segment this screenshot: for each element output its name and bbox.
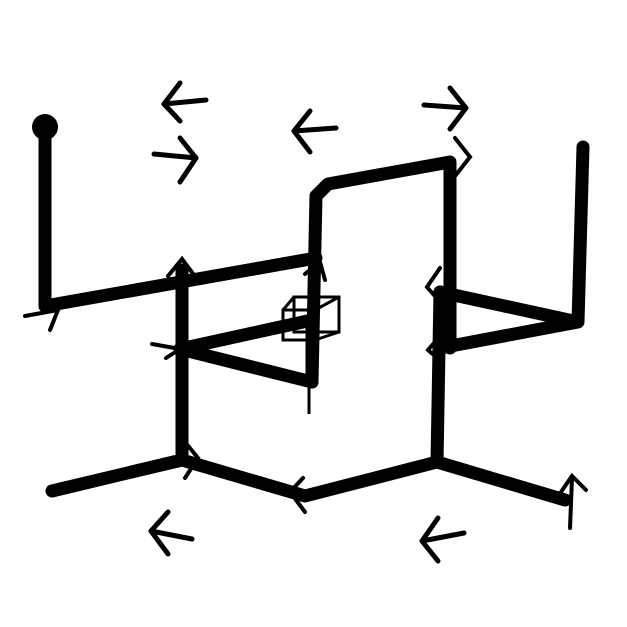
tick-right-upper	[424, 266, 442, 304]
cube-junction-icon	[281, 295, 341, 414]
start-endpoint-dot	[32, 114, 58, 140]
tick-right-lower	[425, 334, 444, 364]
arrow-left-icon	[161, 80, 209, 124]
tick-bottom-right-stem	[568, 476, 574, 530]
tick-mid-up	[166, 255, 196, 278]
tick-inner-left	[150, 342, 186, 360]
pipe-ticks	[23, 136, 588, 530]
pipe-bottom-run	[45, 453, 572, 507]
direction-arrows	[148, 80, 469, 564]
arrow-left-icon	[148, 509, 195, 557]
arrow-left-icon	[291, 108, 339, 155]
arrow-left-icon	[419, 515, 467, 564]
pipe-inner-bend	[173, 313, 319, 389]
arrow-right-icon	[151, 135, 199, 185]
tick-upper-joint	[303, 258, 327, 282]
tick-central-top	[453, 136, 473, 178]
arrow-right-icon	[421, 85, 469, 132]
tick-bottom-left	[183, 440, 201, 480]
pipe-segments	[38, 120, 590, 507]
pipe-right-vertical	[430, 285, 447, 469]
tick-left-corner	[23, 307, 62, 332]
pipe-central-loop	[305, 155, 457, 389]
tick-bottom-mid	[287, 476, 307, 514]
